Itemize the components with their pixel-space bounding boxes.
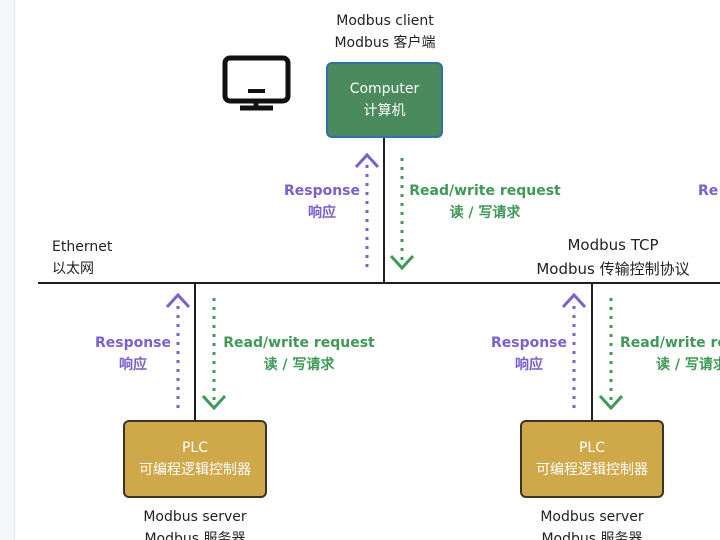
response-zh: 响应 bbox=[515, 357, 543, 373]
client-role-en: Modbus client bbox=[336, 13, 434, 29]
server-role-en: Modbus server bbox=[143, 509, 247, 525]
offscreen-response-partial: Re bbox=[698, 183, 719, 199]
server-role-zh: Modbus 服务器 bbox=[144, 531, 246, 540]
plc2-request-arrow bbox=[598, 298, 624, 411]
plc1-request-label: Read/write request 读 / 写请求 bbox=[220, 332, 378, 376]
page-left-margin bbox=[0, 0, 15, 540]
request-zh: 读 / 写请求 bbox=[263, 357, 335, 373]
request-zh: 读 / 写请求 bbox=[449, 205, 521, 221]
response-en: Response bbox=[283, 183, 361, 199]
protocol-en: Modbus TCP bbox=[567, 236, 659, 254]
computer-request-label: Read/write request 读 / 写请求 bbox=[406, 180, 564, 224]
response-en: Response bbox=[490, 335, 568, 351]
offscreen-response-label: Re bbox=[698, 180, 718, 202]
plc1-role-label: Modbus server Modbus 服务器 bbox=[115, 506, 275, 540]
client-role-label: Modbus client Modbus 客户端 bbox=[314, 10, 456, 54]
plc2-role-label: Modbus server Modbus 服务器 bbox=[512, 506, 672, 540]
plc-box-zh: 可编程逻辑控制器 bbox=[139, 462, 251, 478]
plc1-response-arrow bbox=[165, 292, 191, 408]
response-en: Response bbox=[94, 335, 172, 351]
request-en: Read/write request bbox=[409, 183, 561, 199]
computer-response-arrow bbox=[354, 152, 380, 267]
request-zh-partial: 读 / 写请求 bbox=[656, 357, 720, 373]
server-role-en: Modbus server bbox=[540, 509, 644, 525]
server-role-zh: Modbus 服务器 bbox=[541, 531, 643, 540]
plc2-request-label: Read/write re 读 / 写请求 bbox=[620, 332, 720, 376]
plc1-request-arrow bbox=[201, 298, 227, 411]
computer-box-zh: 计算机 bbox=[363, 103, 406, 119]
plc-box-en: PLC bbox=[181, 440, 209, 456]
computer-box-en: Computer bbox=[349, 81, 420, 97]
ethernet-en: Ethernet bbox=[52, 239, 113, 255]
protocol-label: Modbus TCP Modbus 传输控制协议 bbox=[518, 233, 708, 281]
plc2-box: PLC 可编程逻辑控制器 bbox=[520, 420, 664, 498]
ethernet-zh: 以太网 bbox=[52, 261, 94, 277]
ethernet-label: Ethernet 以太网 bbox=[52, 236, 112, 280]
request-en-partial: Read/write re bbox=[620, 335, 720, 351]
client-role-zh: Modbus 客户端 bbox=[334, 35, 436, 51]
plc2-response-label: Response 响应 bbox=[489, 332, 569, 376]
response-zh: 响应 bbox=[308, 205, 336, 221]
plc1-box: PLC 可编程逻辑控制器 bbox=[123, 420, 267, 498]
plc-box-en: PLC bbox=[578, 440, 606, 456]
computer-request-arrow bbox=[389, 158, 415, 271]
computer-response-label: Response 响应 bbox=[282, 180, 362, 224]
protocol-zh: Modbus 传输控制协议 bbox=[536, 260, 690, 278]
plc2-response-arrow bbox=[561, 292, 587, 408]
response-zh: 响应 bbox=[119, 357, 147, 373]
plc1-response-label: Response 响应 bbox=[93, 332, 173, 376]
request-en: Read/write request bbox=[223, 335, 375, 351]
monitor-icon bbox=[222, 55, 291, 111]
plc-box-zh: 可编程逻辑控制器 bbox=[536, 462, 648, 478]
computer-box: Computer 计算机 bbox=[326, 62, 443, 138]
